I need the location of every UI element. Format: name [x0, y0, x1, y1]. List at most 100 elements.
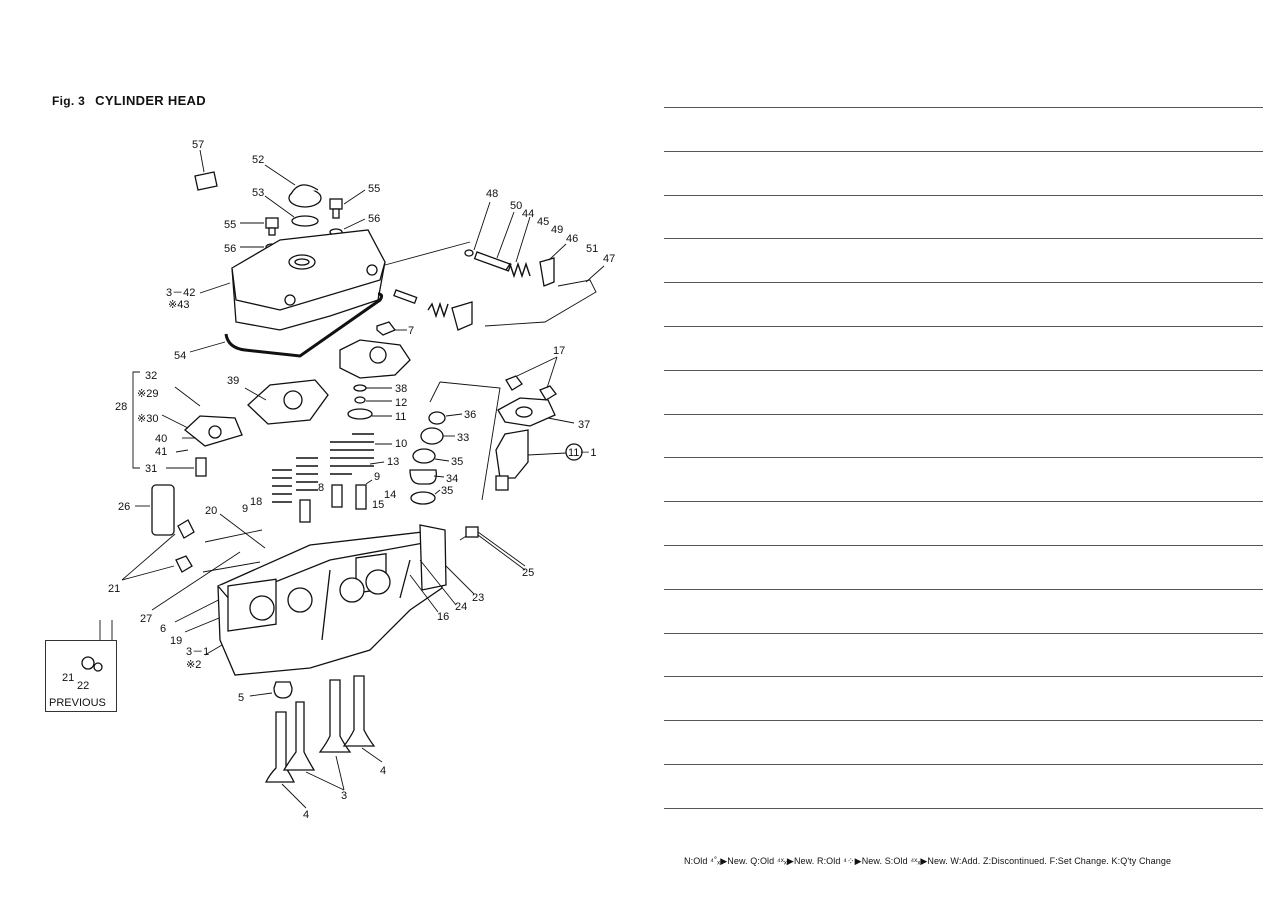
callout-34: 34	[446, 473, 458, 485]
callout-5: 5	[238, 692, 244, 704]
callout-19: 19	[170, 635, 182, 647]
callout-26: 26	[118, 501, 130, 513]
callout-15: 15	[372, 499, 384, 511]
part-53-o-ring	[291, 215, 319, 227]
callout-29: ※29	[137, 388, 158, 400]
callout-24: 24	[455, 601, 467, 613]
valve-springs	[272, 384, 392, 523]
callout-31: 31	[145, 463, 157, 475]
decompression-assembly	[384, 201, 605, 331]
ruled-line	[664, 589, 1263, 590]
callout-28: 28	[115, 401, 127, 413]
callout-2: ※2	[186, 659, 201, 671]
callout-35: 35	[451, 456, 463, 468]
head-studs	[121, 484, 276, 633]
callout-9: 9	[374, 471, 380, 483]
callout-13: 13	[387, 456, 399, 468]
callout-21: 21	[108, 583, 120, 595]
injector-assembly	[495, 356, 583, 491]
callout-44: 44	[522, 208, 534, 220]
callout-51: 51	[586, 243, 598, 255]
callout-53: 53	[252, 187, 264, 199]
rocker-arm-assembly	[132, 339, 411, 477]
callout-49: 49	[551, 224, 563, 236]
ruled-line	[664, 195, 1263, 196]
callout-39: 39	[227, 375, 239, 387]
callout-50: 50	[510, 200, 522, 212]
callout-10: 10	[395, 438, 407, 450]
callout-46: 46	[566, 233, 578, 245]
cylinder-head-block	[204, 524, 526, 676]
callout-7: 7	[408, 325, 414, 337]
callout-11: 11	[395, 411, 406, 423]
ruled-line	[664, 808, 1263, 809]
previous-callout-22: 22	[77, 680, 89, 692]
callout-55: 55	[368, 183, 380, 195]
ruled-line	[664, 107, 1263, 108]
exploded-parts-diagram: 57 52 53 55 55 56 56 3－42 ※43 54 48 50 4…	[99, 139, 615, 821]
callout-56: 56	[224, 243, 236, 255]
part-5-seal	[249, 681, 293, 699]
callout-3: 3	[341, 790, 347, 802]
figure-number: Fig. 3	[52, 94, 86, 108]
callout-27: 27	[140, 613, 152, 625]
callout-35: 35	[441, 485, 453, 497]
ruled-line	[664, 545, 1263, 546]
callout-36: 36	[464, 409, 476, 421]
part-7-nut	[376, 321, 407, 336]
figure-title: Fig. 3 CYLINDER HEAD	[52, 93, 206, 108]
callout-57: 57	[192, 139, 204, 151]
callout-32: 32	[145, 370, 157, 382]
callout-17: 17	[553, 345, 565, 357]
ruled-line	[664, 326, 1263, 327]
figure-name: CYLINDER HEAD	[95, 93, 206, 108]
callout-14: 14	[384, 489, 396, 501]
valves	[264, 675, 383, 809]
callout-55: 55	[224, 219, 236, 231]
callout-9: 9	[242, 503, 248, 515]
ruled-line	[664, 633, 1263, 634]
callout-37: 37	[578, 419, 590, 431]
callout-18: 18	[250, 496, 262, 508]
part-54-gasket	[224, 292, 384, 358]
callout-30: ※30	[137, 413, 158, 425]
previous-version-inset: 21 22 PREVIOUS	[45, 640, 117, 712]
ruled-line	[664, 501, 1263, 502]
callout-41: 41	[155, 446, 167, 458]
callout-3-1: 3－1	[186, 646, 209, 658]
ruled-line	[664, 151, 1263, 152]
callout-6: 6	[160, 623, 166, 635]
callout-48: 48	[486, 188, 498, 200]
previous-callout-21: 21	[62, 672, 74, 684]
callout-45: 45	[537, 216, 549, 228]
callout-23: 23	[472, 592, 484, 604]
ruled-line	[664, 764, 1263, 765]
callout-20: 20	[205, 505, 217, 517]
callout-4: 4	[303, 809, 309, 821]
ruled-line	[664, 457, 1263, 458]
injector-seals	[409, 381, 501, 505]
callout-8: 8	[318, 482, 324, 494]
callout-12: 12	[395, 397, 407, 409]
change-code-legend: N:Old ⁴˚ₓ▶New. Q:Old ⁴ˣₓ▶New. R:Old ⁴⁘▶N…	[684, 856, 1172, 866]
callout-47: 47	[603, 253, 615, 265]
callout-25: 25	[522, 567, 534, 579]
callout-56: 56	[368, 213, 380, 225]
callout-labels: 57 52 53 55 55 56 56 3－42 ※43 54 48 50 4…	[108, 139, 615, 821]
ruled-line	[664, 676, 1263, 677]
ruled-line	[664, 414, 1263, 415]
parts-list-ruled-area	[664, 0, 1263, 909]
part-52-oil-cap	[264, 164, 322, 208]
callout-43: ※43	[168, 299, 189, 311]
previous-parts-sketch: 21 22	[62, 656, 103, 692]
head-cover	[199, 229, 386, 331]
part-57-plate	[194, 149, 218, 191]
callout-40: 40	[155, 433, 167, 445]
ruled-line	[664, 238, 1263, 239]
previous-label: PREVIOUS	[49, 697, 106, 709]
callout-33: 33	[457, 432, 469, 444]
callout-4: 4	[380, 765, 386, 777]
part-55-bolt	[240, 189, 366, 236]
callout-16: 16	[437, 611, 449, 623]
callout-11-1: 11－1	[568, 447, 597, 459]
